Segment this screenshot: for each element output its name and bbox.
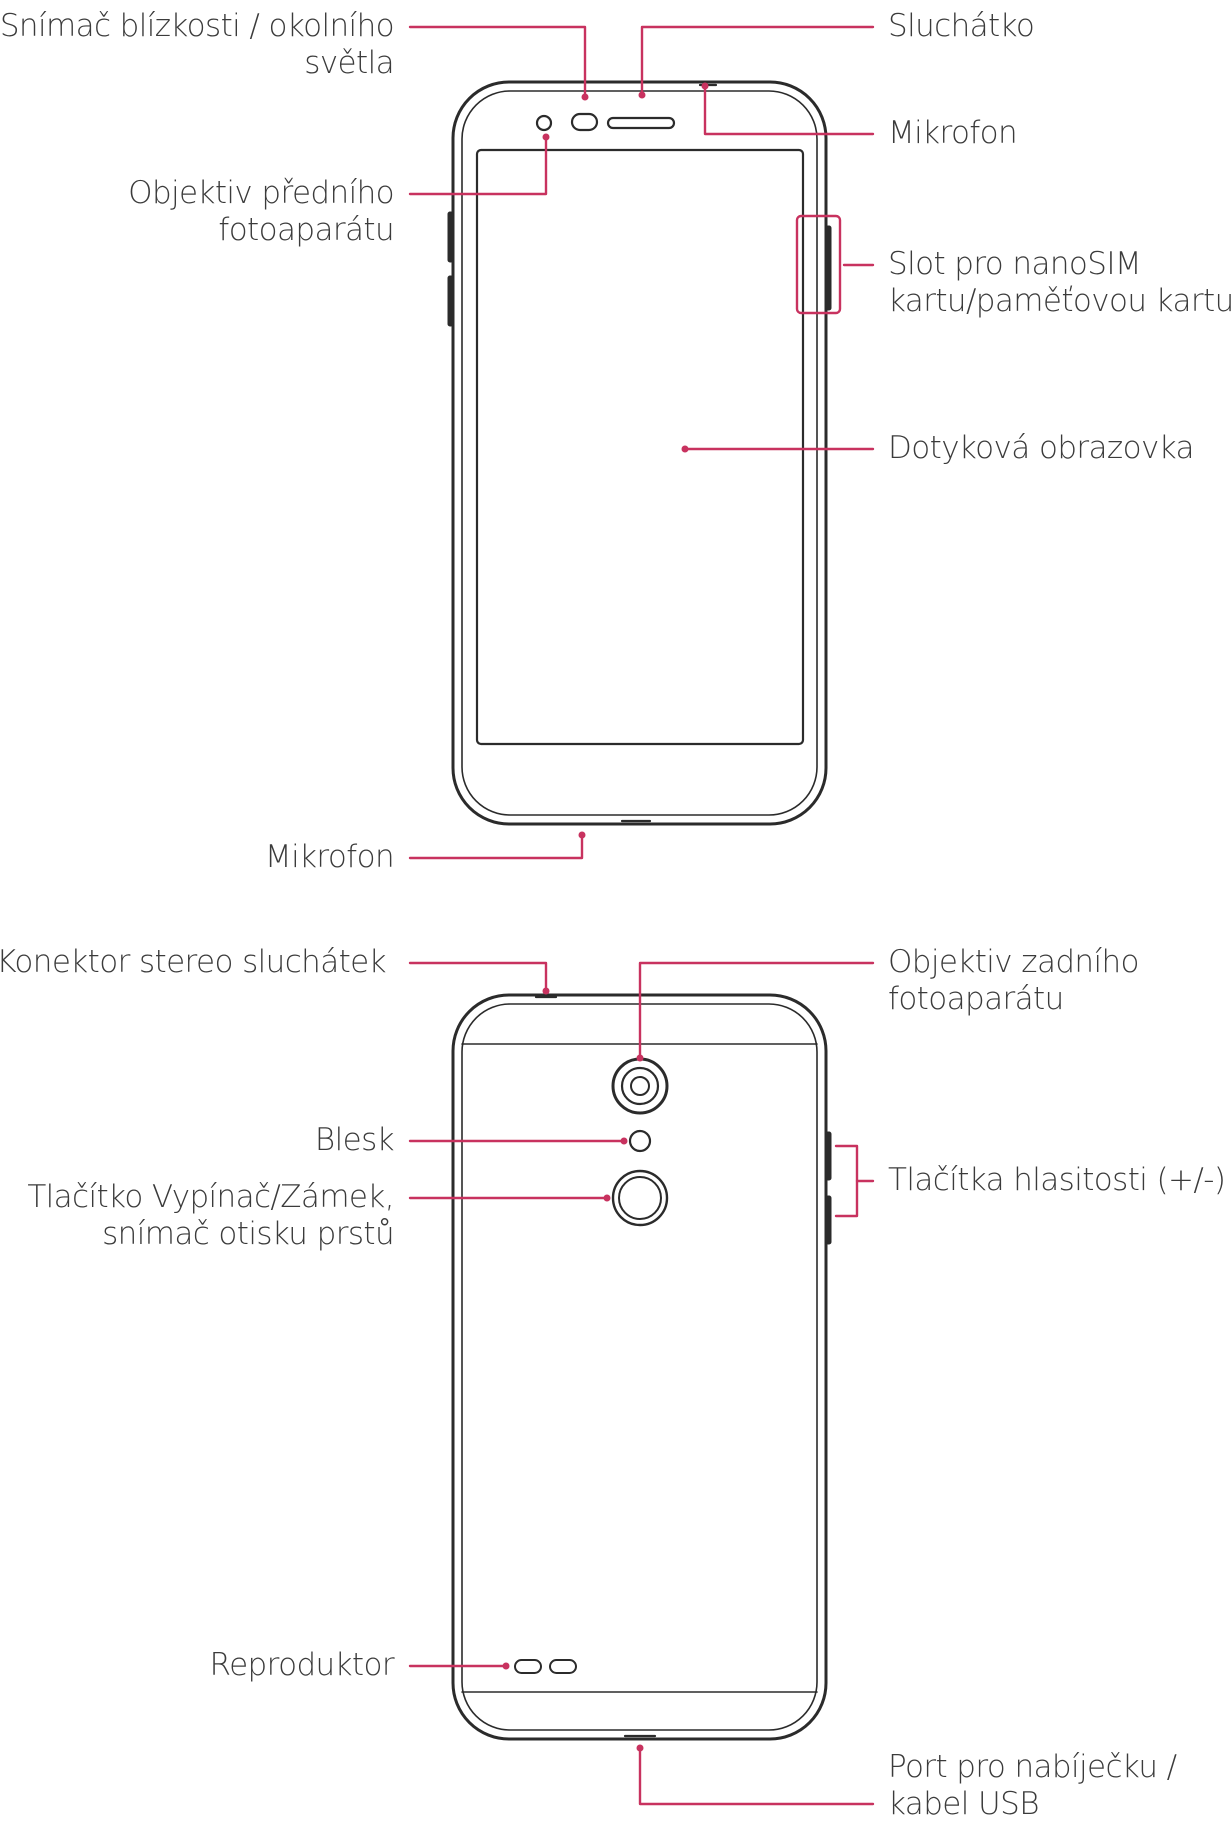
label-sim-slot: Slot pro nanoSIM kartu/paměťovou kartu xyxy=(888,246,1232,320)
anchor-front-camera xyxy=(542,133,550,141)
label-power-key-line-2: snímač otisku prstů xyxy=(102,1216,394,1252)
flash-icon xyxy=(628,1129,652,1153)
leader-charger-port xyxy=(638,1746,875,1806)
label-top-microphone: Mikrofon xyxy=(888,115,1018,152)
label-proximity-sensor-line-1: Snímač blízkosti / okolního xyxy=(0,8,395,44)
speaker-grille-right xyxy=(549,1659,577,1674)
label-top-microphone-text: Mikrofon xyxy=(888,115,1018,151)
anchor-flash xyxy=(620,1137,628,1145)
leader-earpiece xyxy=(640,25,875,96)
label-rear-camera-line-1: Objektiv zadního xyxy=(888,944,1140,980)
label-earpiece: Sluchátko xyxy=(888,8,1035,45)
leader-front-camera xyxy=(408,135,548,196)
front-screen xyxy=(475,148,805,746)
label-volume-keys-text: Tlačítka hlasitosti (+/-) xyxy=(888,1162,1226,1198)
anchor-earpiece xyxy=(638,91,646,99)
front-phone-inner-edge xyxy=(461,90,818,816)
anchor-charger-port xyxy=(636,1744,644,1752)
label-charger-port-line-2: kabel USB xyxy=(888,1786,1039,1822)
label-flash-text: Blesk xyxy=(314,1122,395,1158)
label-touch-screen: Dotyková obrazovka xyxy=(888,430,1195,467)
anchor-power-key xyxy=(603,1194,611,1202)
rear-camera-lens-ring xyxy=(620,1066,660,1106)
label-headset-jack: Konektor stereo sluchátek xyxy=(0,944,387,981)
label-sim-slot-line-1: Slot pro nanoSIM xyxy=(888,246,1142,282)
front-side-key-upper xyxy=(447,211,454,263)
rear-camera-lens-center xyxy=(630,1076,650,1096)
label-volume-keys: Tlačítka hlasitosti (+/-) xyxy=(888,1162,1226,1199)
label-bottom-microphone: Mikrofon xyxy=(264,839,395,876)
label-front-camera-line-2: fotoaparátu xyxy=(218,212,394,248)
leader-bottom-microphone xyxy=(408,833,584,860)
anchor-top-mic xyxy=(701,82,709,90)
volume-down-key-icon xyxy=(825,1195,832,1245)
label-proximity-sensor: Snímač blízkosti / okolního světla xyxy=(0,8,395,82)
label-speaker-text: Reproduktor xyxy=(209,1647,395,1683)
anchor-speaker xyxy=(502,1662,510,1670)
label-speaker: Reproduktor xyxy=(209,1647,395,1684)
fingerprint-key-inner xyxy=(618,1176,662,1220)
label-rear-camera: Objektiv zadního fotoaparátu xyxy=(888,944,1140,1018)
anchor-proximity xyxy=(581,93,589,101)
label-headset-jack-text: Konektor stereo sluchátek xyxy=(0,944,387,980)
fingerprint-key-icon xyxy=(611,1169,669,1227)
label-sim-slot-line-2: kartu/paměťovou kartu xyxy=(888,283,1232,319)
label-rear-camera-line-2: fotoaparátu xyxy=(888,981,1064,1017)
label-bottom-microphone-text: Mikrofon xyxy=(264,839,395,875)
leader-top-microphone xyxy=(703,84,875,136)
earpiece-grille-icon xyxy=(606,116,676,130)
label-charger-port-line-1: Port pro nabíječku / xyxy=(888,1749,1177,1785)
back-phone-drawing xyxy=(451,993,832,1741)
volume-up-key-icon xyxy=(825,1131,832,1181)
anchor-rear-camera xyxy=(636,1054,644,1062)
front-side-key-lower xyxy=(447,275,454,327)
label-flash: Blesk xyxy=(314,1122,395,1159)
label-touch-screen-text: Dotyková obrazovka xyxy=(888,430,1195,466)
front-phone-body xyxy=(451,80,828,826)
leader-volume-keys xyxy=(834,1144,859,1218)
label-front-camera-line-1: Objektiv předního xyxy=(128,175,394,211)
label-front-camera: Objektiv předního fotoaparátu xyxy=(128,175,394,249)
label-power-key: Tlačítko Vypínač/Zámek, snímač otisku pr… xyxy=(27,1179,394,1253)
sim-slot-highlight xyxy=(795,214,842,315)
sim-tray-icon xyxy=(825,225,832,311)
anchor-bottom-mic xyxy=(578,831,586,839)
front-phone-drawing xyxy=(447,80,832,826)
leader-headset-jack xyxy=(408,961,548,993)
front-camera-lens-icon xyxy=(535,114,553,132)
back-phone-body xyxy=(451,993,828,1741)
leader-rear-camera xyxy=(638,961,875,1060)
leader-proximity-sensor xyxy=(408,25,587,98)
label-earpiece-text: Sluchátko xyxy=(888,8,1035,44)
anchor-headset-jack xyxy=(542,987,550,995)
speaker-grille-left xyxy=(514,1659,542,1674)
anchor-touch-screen xyxy=(681,445,689,453)
label-charger-port: Port pro nabíječku / kabel USB xyxy=(888,1749,1177,1823)
label-power-key-line-1: Tlačítko Vypínač/Zámek, xyxy=(27,1179,394,1215)
label-proximity-sensor-line-2: světla xyxy=(304,45,394,81)
proximity-sensor-icon xyxy=(570,112,599,132)
